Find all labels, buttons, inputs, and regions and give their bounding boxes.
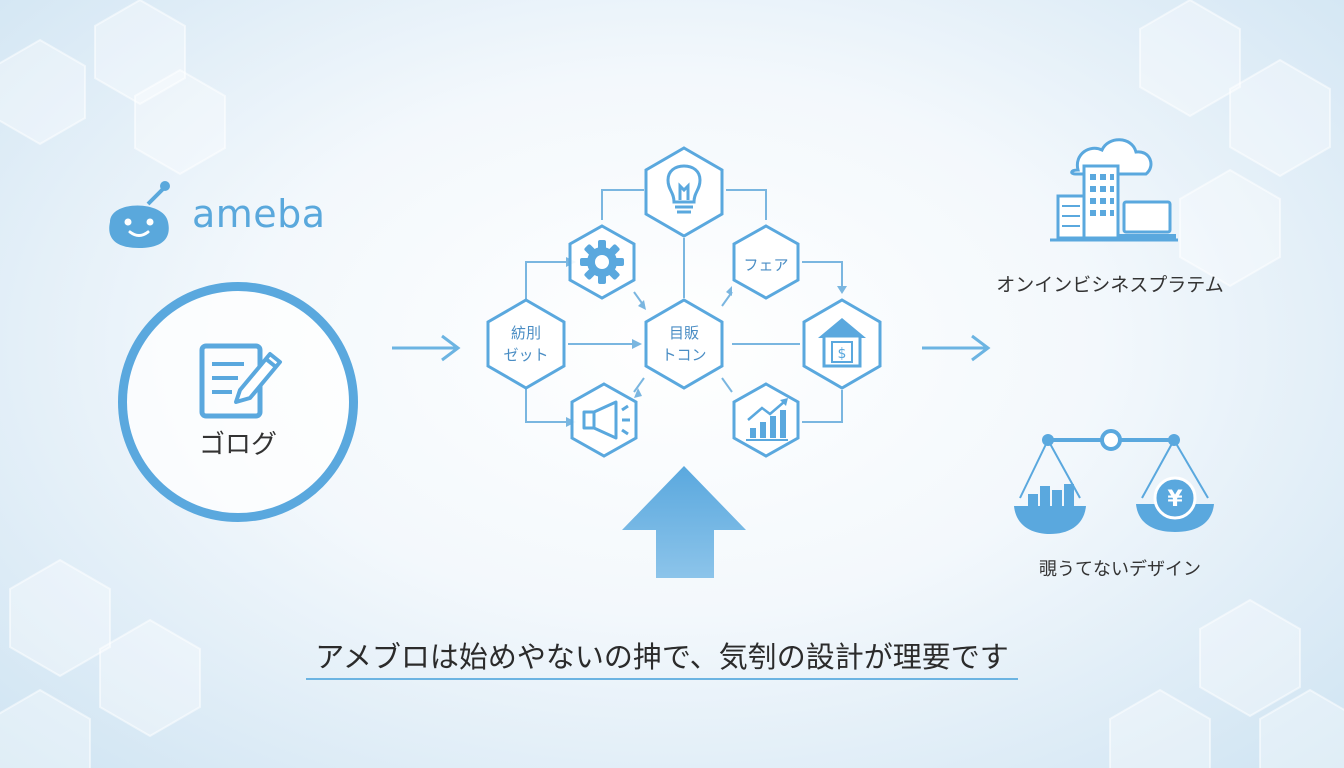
- arrow-up-icon: [622, 466, 746, 578]
- hex-fair: [732, 224, 800, 300]
- caption: アメブロは始めやないの抻で、気刳の設計が理要です: [315, 640, 1009, 674]
- hex-megaphone: [570, 382, 638, 458]
- blog-edit-icon: [199, 343, 282, 419]
- megaphone-icon: [582, 400, 630, 440]
- house-dollar-icon: $: [818, 318, 866, 368]
- svg-text:$: $: [838, 346, 847, 362]
- blog-label: ゴログ: [198, 430, 277, 460]
- lightbulb-icon: [666, 164, 702, 214]
- growth-chart-icon: [746, 398, 788, 441]
- ameba-mascot-icon: [109, 181, 170, 248]
- hex-chart: [732, 382, 800, 458]
- node-left-label: 紡刖 ゼット: [503, 324, 549, 364]
- node-center-label: 目販 トコン: [661, 324, 707, 364]
- caption-underline: [306, 678, 1018, 680]
- arrow-right-icon: [392, 334, 461, 362]
- hex-center: [644, 298, 724, 390]
- svg-text:¥: ¥: [1167, 487, 1183, 512]
- platform-label: オンインビシネスプラテム: [996, 274, 1224, 296]
- brand-name: ameba: [192, 192, 326, 236]
- arrow-right-icon: [922, 334, 991, 362]
- design-label: 覗うてないデザイン: [1039, 559, 1201, 580]
- cloud-building-laptop-icon: [1050, 138, 1178, 242]
- hex-network: $: [486, 146, 882, 458]
- hex-left: [486, 298, 566, 390]
- node-fair-label: フェア: [743, 256, 789, 274]
- gear-icon: [580, 240, 624, 284]
- scale-icon: ¥: [1014, 429, 1214, 534]
